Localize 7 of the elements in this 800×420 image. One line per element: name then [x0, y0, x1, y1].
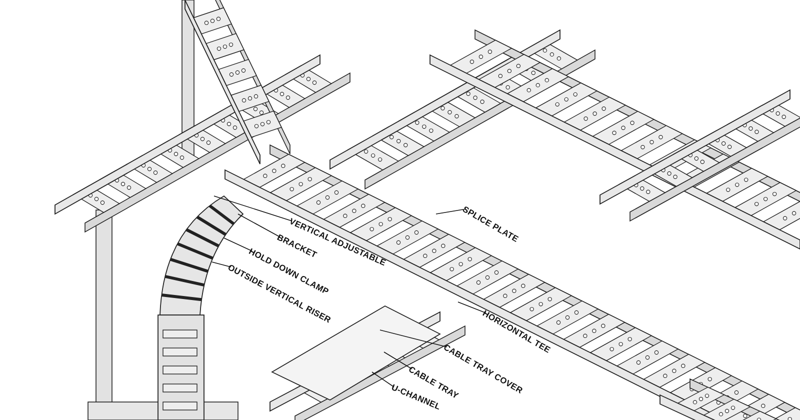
leader-line	[214, 196, 292, 222]
leader-line	[458, 302, 486, 314]
leader-line	[212, 262, 232, 268]
leader-line	[436, 208, 466, 214]
leader-line	[224, 238, 252, 252]
leader-line	[238, 214, 280, 238]
leader-line	[372, 372, 394, 388]
